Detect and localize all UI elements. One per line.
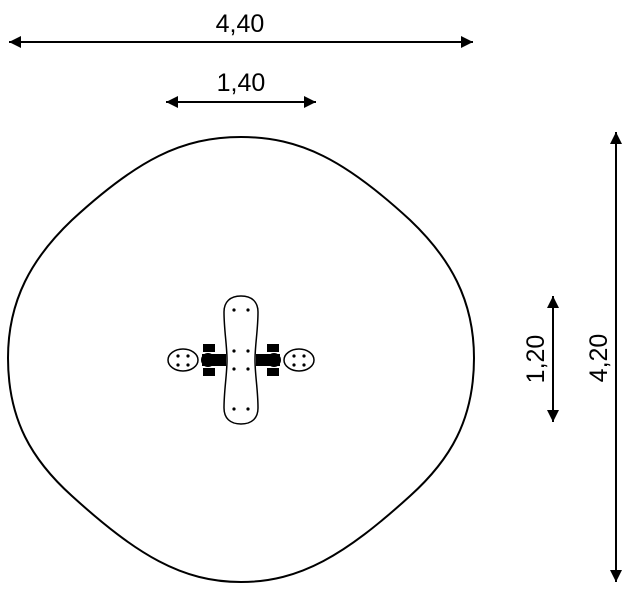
left-seat-pad — [167, 348, 199, 372]
dimension-label: 4,40 — [216, 10, 265, 38]
dimension-label: 4,20 — [585, 334, 613, 383]
dimension-label: 1,20 — [522, 335, 550, 384]
left-spring-connector — [201, 344, 226, 376]
dimension-overall-depth: 4,20 — [585, 132, 622, 582]
dimension-equipment-width: 1,40 — [166, 69, 316, 108]
central-board — [223, 295, 259, 425]
play-equipment — [167, 295, 315, 425]
right-seat-pad — [283, 348, 315, 372]
pad-bolts — [176, 354, 306, 367]
dimension-equipment-depth: 1,20 — [522, 296, 559, 422]
safety-zone-outline — [6, 135, 476, 584]
dimension-label: 1,40 — [217, 69, 266, 97]
dimension-overall-width: 4,40 — [9, 10, 473, 48]
board-bolts — [232, 308, 250, 411]
right-spring-connector — [256, 344, 281, 376]
